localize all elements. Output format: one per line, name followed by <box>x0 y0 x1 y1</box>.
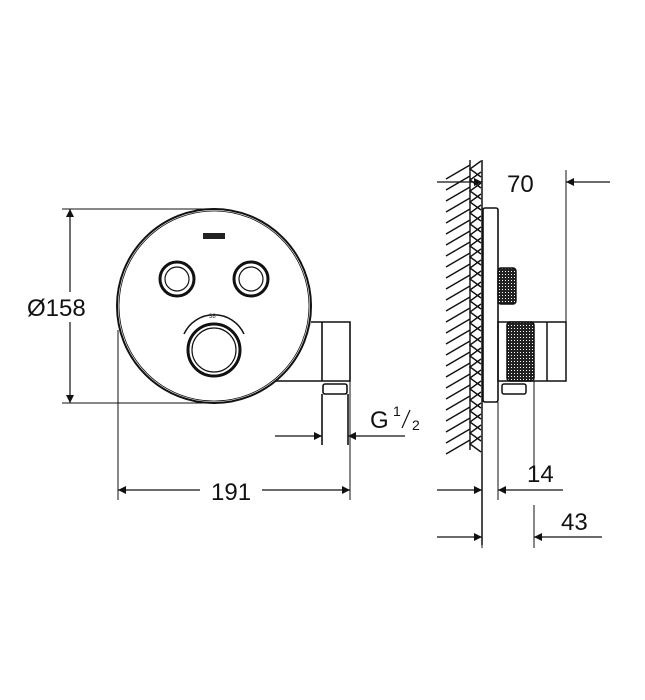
hatch-chevron <box>468 292 482 310</box>
hatch-line <box>445 241 471 257</box>
hatch-line <box>445 285 471 301</box>
hatch-line <box>445 373 471 389</box>
hatch-line <box>445 417 471 433</box>
wall-outlet <box>276 321 351 445</box>
hatch-line <box>445 186 471 202</box>
hatch-line <box>445 439 471 455</box>
hatch-chevron <box>468 270 482 288</box>
hatch-line <box>445 208 471 224</box>
fraction-slash <box>401 409 411 429</box>
extension-lines <box>62 208 351 500</box>
knurled-button <box>497 267 517 305</box>
side-plate <box>482 207 499 403</box>
wall-hatching <box>445 160 482 455</box>
side-outlet <box>497 321 567 395</box>
button-right <box>232 260 270 298</box>
hatch-chevron <box>468 413 482 431</box>
hatch-chevron <box>468 424 482 442</box>
hatch-chevron <box>468 347 482 365</box>
outlet-depth-label: 43 <box>561 509 588 536</box>
hatch-chevron <box>468 237 482 255</box>
hatch-chevron <box>468 215 482 233</box>
hatch-chevron <box>468 402 482 420</box>
hatch-line <box>445 219 471 235</box>
thread-prefix: G <box>370 407 389 434</box>
side-view <box>437 160 610 548</box>
hatch-chevron <box>468 204 482 222</box>
thermostat-dial <box>183 313 245 378</box>
hatch-line <box>445 164 471 180</box>
width-label: 191 <box>211 479 251 506</box>
hatch-line <box>445 351 471 367</box>
hatch-line <box>445 384 471 400</box>
hatch-chevron <box>468 281 482 299</box>
hatch-line <box>445 307 471 323</box>
hatch-chevron <box>468 182 482 200</box>
hatch-line <box>445 428 471 444</box>
hatch-line <box>445 252 471 268</box>
hatch-chevron <box>468 303 482 321</box>
depth-label: 70 <box>507 171 534 198</box>
label-bg <box>200 477 262 505</box>
hatch-chevron <box>468 314 482 332</box>
hatch-chevron <box>468 380 482 398</box>
hatch-chevron <box>468 226 482 244</box>
hatch-line <box>445 406 471 422</box>
hatch-line <box>445 318 471 334</box>
hatch-line <box>445 340 471 356</box>
thread-numerator: 1 <box>393 403 401 419</box>
hatch-chevron <box>468 391 482 409</box>
hatch-line <box>445 263 471 279</box>
hatch-chevron <box>468 259 482 277</box>
hatch-line <box>445 362 471 378</box>
diameter-label: Ø158 <box>27 295 86 322</box>
hatch-chevron <box>468 358 482 376</box>
button-left <box>158 260 196 298</box>
hatch-line <box>445 274 471 290</box>
front-view <box>62 208 405 500</box>
hatch-chevron <box>468 369 482 387</box>
label-bg <box>25 292 113 322</box>
hatch-chevron <box>468 171 482 189</box>
dial-label: 38 <box>209 314 216 320</box>
hatch-line <box>445 329 471 345</box>
hatch-line <box>445 197 471 213</box>
hatch-line <box>445 175 471 191</box>
hatch-chevron <box>468 160 482 178</box>
hatch-line <box>445 296 471 312</box>
brand-logo <box>203 233 225 239</box>
hatch-chevron <box>468 336 482 354</box>
hatch-line <box>445 230 471 246</box>
plate-depth-label: 14 <box>527 461 554 488</box>
hatch-chevron <box>468 325 482 343</box>
thread-denominator: 2 <box>412 417 420 433</box>
hatch-chevron <box>468 248 482 266</box>
hatch-chevron <box>468 435 482 453</box>
hatch-line <box>445 395 471 411</box>
hatch-chevron <box>468 193 482 211</box>
